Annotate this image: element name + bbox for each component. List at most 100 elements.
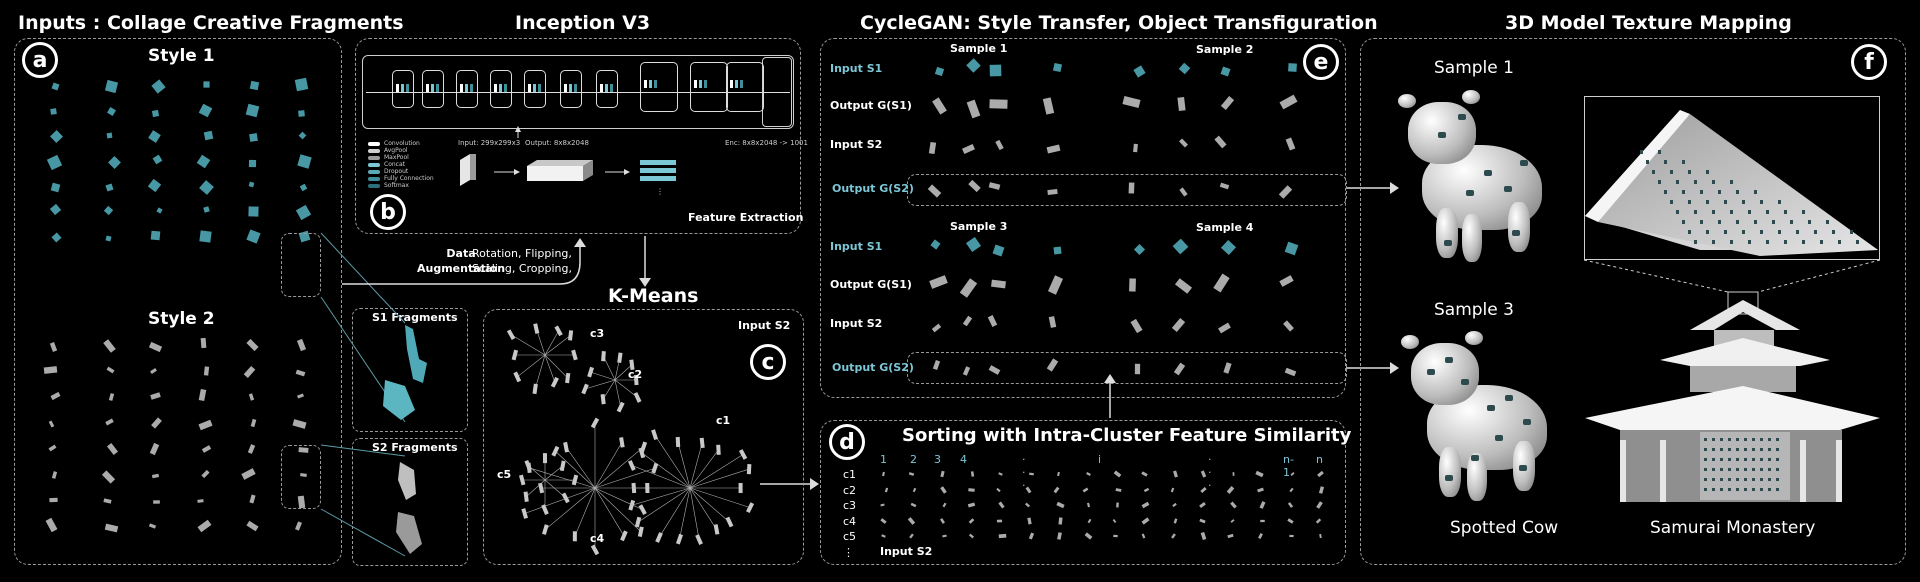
cluster-label-c4: c4	[590, 532, 605, 545]
cluster-edge	[594, 467, 655, 489]
cluster-edge	[510, 334, 546, 356]
s1-fragments-label: S1 Fragments	[372, 311, 458, 324]
legend-swatch	[368, 176, 380, 181]
cyclegan-row-label: Output G(S1)	[830, 99, 912, 112]
cluster-fragment	[538, 482, 545, 494]
inception-layer-unit	[406, 84, 409, 92]
roof-texture-fragment	[1814, 230, 1817, 234]
sample3-title: Sample 3	[950, 220, 1008, 233]
monastery-texture-fragment	[1720, 488, 1723, 491]
monastery-texture-fragment	[1728, 438, 1731, 441]
roof-texture-fragment	[1706, 170, 1709, 174]
inception-layer-unit	[610, 84, 613, 92]
roof-texture-fragment	[1730, 240, 1733, 244]
cluster-fragment	[738, 449, 748, 460]
sorting-index-label: 3	[934, 453, 941, 466]
cluster-edge	[545, 487, 596, 530]
cluster-fragment	[629, 359, 635, 370]
cluster-edge	[689, 454, 744, 489]
roof-zoom-box	[1584, 96, 1880, 260]
inception-panel	[355, 38, 801, 234]
sorting-title: Sorting with Intra-Cluster Feature Simil…	[902, 425, 1352, 446]
inception-module-block	[456, 70, 478, 108]
roof-texture-fragment	[1640, 150, 1643, 154]
cluster-fragment	[542, 453, 548, 464]
cluster-fragment	[559, 460, 566, 472]
monastery-texture-fragment	[1704, 458, 1707, 461]
legend-swatch	[368, 183, 380, 188]
monastery-texture-fragment	[1752, 488, 1755, 491]
sample4-title: Sample 4	[1196, 221, 1254, 234]
cluster-fragment	[601, 351, 606, 362]
inception-layer-unit	[465, 84, 468, 92]
monastery-texture-fragment	[1776, 488, 1779, 491]
monastery-texture-fragment	[1744, 488, 1747, 491]
roof-texture-fragment	[1658, 150, 1661, 154]
texture-sample1-label: Sample 1	[1434, 58, 1514, 78]
cluster-edge	[614, 379, 638, 398]
texture-title: 3D Model Texture Mapping	[1505, 12, 1792, 34]
monastery-texture-fragment	[1720, 468, 1723, 471]
legend-swatch	[368, 141, 380, 146]
inception-layer-unit	[694, 80, 697, 88]
legend-label: Convolution	[384, 140, 420, 147]
s1-fragments-box	[352, 308, 468, 432]
cluster-fragment	[550, 376, 559, 388]
enc-shape-text: Enc: 8x8x2048 -> 1001	[725, 139, 808, 147]
cluster-fragment	[713, 524, 720, 535]
cluster-fragment	[513, 371, 522, 383]
inception-layer-unit	[730, 80, 733, 88]
legend-swatch	[368, 155, 380, 160]
roof-texture-fragment	[1796, 230, 1799, 234]
cluster-fragment	[521, 508, 529, 519]
monastery-texture-fragment	[1712, 488, 1715, 491]
kmeans-title: K-Means	[608, 285, 699, 307]
inception-network-frame	[362, 55, 794, 129]
inception-layer-unit	[644, 80, 647, 88]
cluster-edge	[534, 354, 546, 389]
inception-module-block	[690, 62, 728, 112]
monastery-texture-fragment	[1776, 458, 1779, 461]
monastery-texture-fragment	[1712, 448, 1715, 451]
roof-texture-fragment	[1766, 210, 1769, 214]
sample2-title: Sample 2	[1196, 43, 1254, 56]
roof-texture-fragment	[1748, 210, 1751, 214]
roof-texture-fragment	[1724, 200, 1727, 204]
cluster-label-c2: c2	[628, 368, 643, 381]
monastery-texture-fragment	[1760, 468, 1763, 471]
cluster-edge	[594, 487, 643, 510]
sorting-index-label: n	[1316, 453, 1323, 466]
cluster-edge	[544, 465, 563, 481]
cluster-fragment	[551, 445, 560, 457]
samurai-monastery-caption: Samurai Monastery	[1650, 518, 1816, 538]
roof-texture-fragment	[1856, 240, 1859, 244]
s1-fragment-shape	[405, 325, 427, 383]
inception-layer-unit	[533, 84, 536, 92]
inception-layer-unit	[431, 84, 434, 92]
monastery-texture-fragment	[1736, 448, 1739, 451]
cluster-fragment	[620, 530, 628, 542]
monastery-texture-fragment	[1712, 468, 1715, 471]
inception-layer-unit	[605, 84, 608, 92]
cluster-fragment	[619, 437, 625, 448]
roof-texture-fragment	[1784, 210, 1787, 214]
inception-layer-unit	[569, 84, 572, 92]
monastery-texture-fragment	[1776, 438, 1779, 441]
roof-texture-fragment	[1682, 190, 1685, 194]
monastery-texture-fragment	[1728, 478, 1731, 481]
monastery-texture-fragment	[1736, 478, 1739, 481]
roof-texture-fragment	[1706, 230, 1709, 234]
monastery-texture-fragment	[1712, 478, 1715, 481]
roof-texture-fragment	[1712, 210, 1715, 214]
monastery-texture-fragment	[1768, 478, 1771, 481]
cluster-edge	[637, 487, 691, 523]
cluster-edge	[631, 465, 691, 489]
cluster-edge	[631, 487, 691, 506]
cluster-fragment	[675, 436, 681, 448]
sorting-index-label: 2	[910, 453, 917, 466]
roof-texture-fragment	[1838, 240, 1841, 244]
kmeans-panel	[483, 309, 804, 565]
monastery-texture-fragment	[1704, 468, 1707, 471]
cluster-edge	[584, 379, 616, 390]
